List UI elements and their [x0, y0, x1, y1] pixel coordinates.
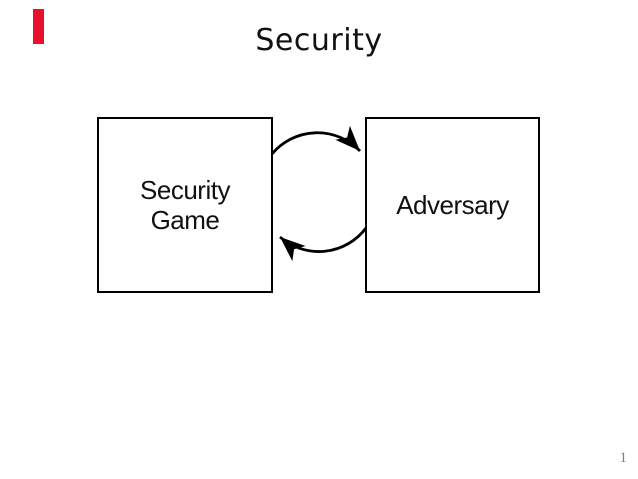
cycle-arrow-top-icon	[270, 125, 362, 155]
security-game-label-line2: Game	[150, 205, 220, 235]
cycle-arrow-bottom-icon	[279, 227, 368, 262]
adversary-box: Adversary	[365, 117, 540, 293]
page-number: 1	[619, 450, 628, 466]
adversary-box-label: Adversary	[396, 190, 509, 220]
red-accent-bar	[33, 9, 44, 44]
security-game-box-label: Security Game	[140, 175, 230, 235]
slide-title: Security	[255, 23, 383, 58]
security-game-box: Security Game	[97, 117, 273, 293]
security-game-label-line1: Security	[140, 175, 230, 205]
